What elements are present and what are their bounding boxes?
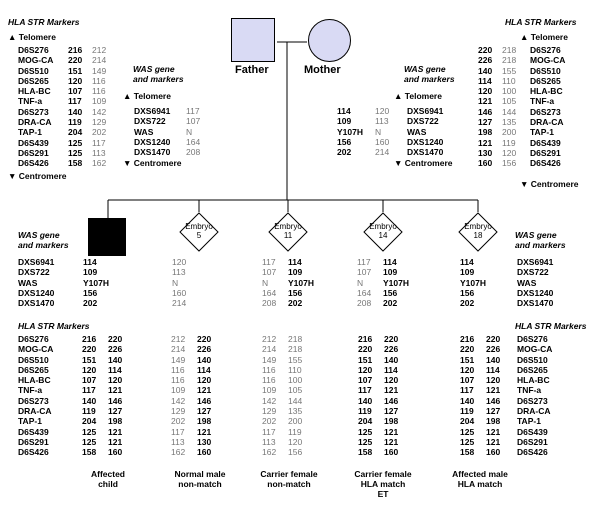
telomere-arrow-icon: ▲ [8, 32, 17, 42]
father-hla-heading: HLA STR Markers [8, 17, 80, 27]
father-telomere-label: ▲ Telomere [8, 32, 56, 42]
telomere-arrow-icon: ▲ [520, 32, 529, 42]
embryo-18: Embryo 18 [458, 212, 498, 252]
mother-was-centromere: ▼ Centromere [394, 158, 453, 168]
centromere-arrow-icon: ▼ [123, 158, 132, 168]
father-square [231, 18, 275, 62]
children-hla-heading-right: HLA STR Markers [515, 321, 587, 331]
embryo-11: Embryo 11 [268, 212, 308, 252]
father-was-centromere: ▼ Centromere [123, 158, 182, 168]
mother-hla-heading: HLA STR Markers [505, 17, 577, 27]
telomere-arrow-icon: ▲ [394, 91, 403, 101]
father-label: Father [235, 64, 269, 76]
mother-label: Mother [304, 64, 341, 76]
mother-centromere-label: ▼ Centromere [520, 179, 579, 189]
mother-telomere-label: ▲ Telomere [520, 32, 568, 42]
father-was-telomere: ▲ Telomere [123, 91, 171, 101]
centromere-arrow-icon: ▼ [520, 179, 529, 189]
centromere-arrow-icon: ▼ [8, 171, 17, 181]
children-hla-heading-left: HLA STR Markers [18, 321, 90, 331]
telomere-arrow-icon: ▲ [123, 91, 132, 101]
mother-circle [308, 19, 351, 62]
affected-child-square [88, 218, 126, 256]
father-centromere-label: ▼ Centromere [8, 171, 67, 181]
embryo-5: Embryo 5 [179, 212, 219, 252]
centromere-arrow-icon: ▼ [394, 158, 403, 168]
embryo-14: Embryo 14 [363, 212, 403, 252]
mother-was-telomere: ▲ Telomere [394, 91, 442, 101]
